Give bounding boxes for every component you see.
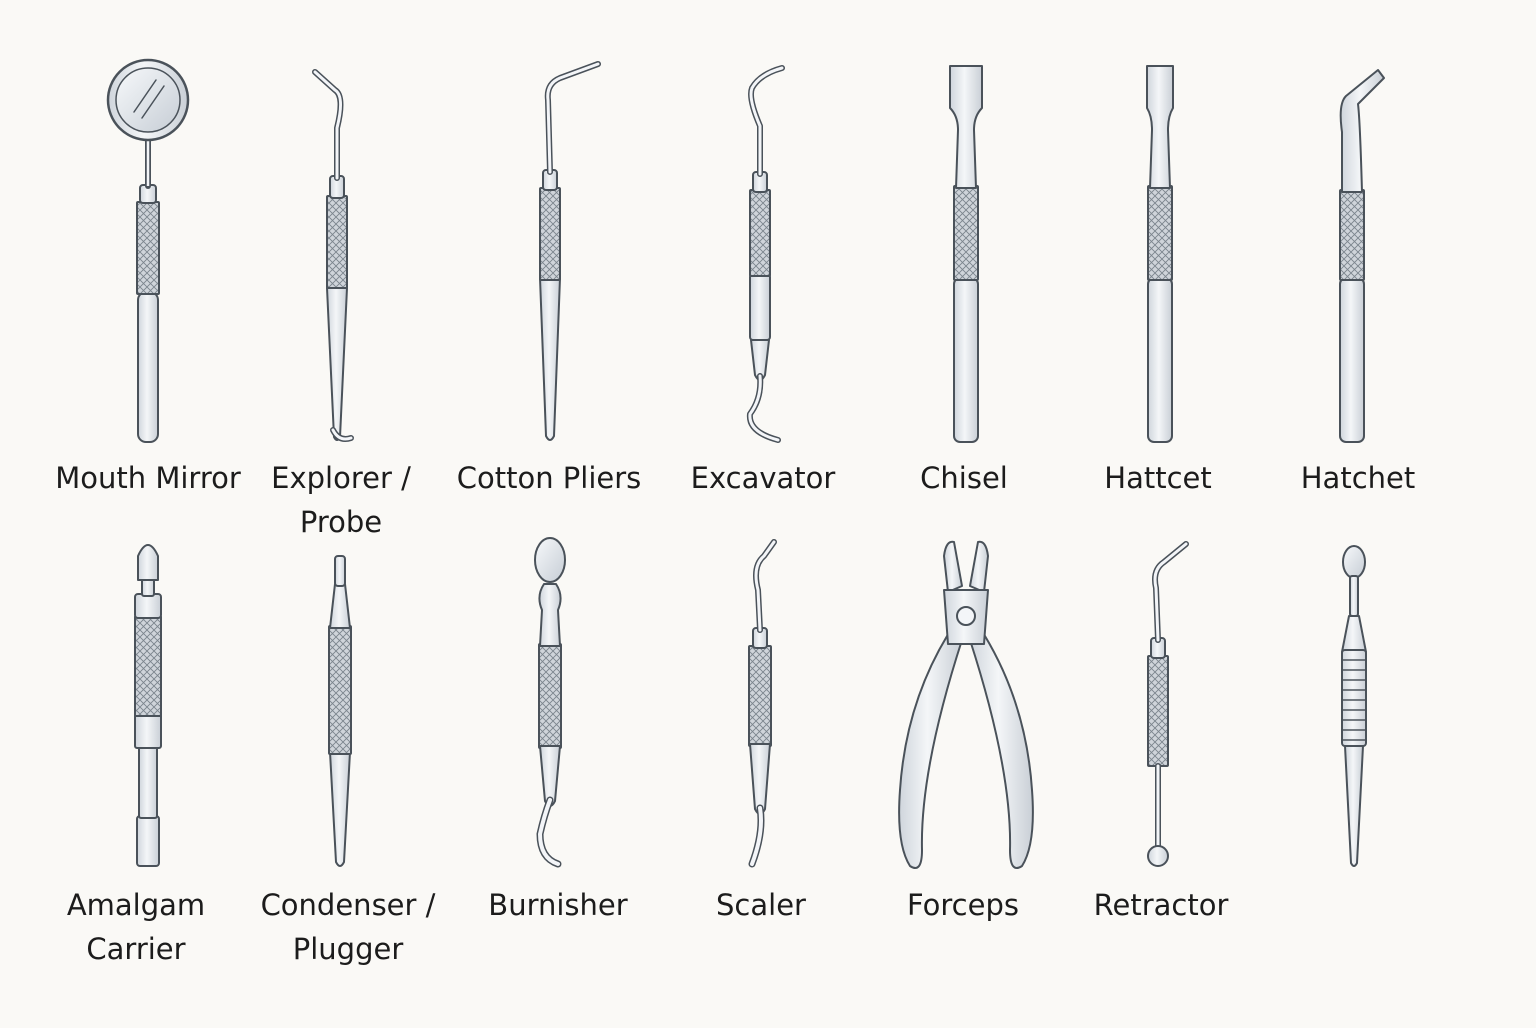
label-line: Burnisher	[488, 888, 628, 922]
burnisher-label: Burnisher	[488, 883, 627, 927]
explorer-probe-label: Explorer / Probe	[271, 456, 411, 544]
excavator-label: Excavator	[691, 456, 836, 500]
explorer-probe-icon	[312, 69, 354, 442]
forceps-icon	[898, 540, 1034, 869]
mouth-mirror-icon	[106, 58, 190, 443]
condenser-plugger-label: Condenser / Plugger	[261, 883, 436, 971]
mouth-mirror-label: Mouth Mirror	[55, 456, 241, 500]
chisel-icon	[949, 65, 983, 443]
label-line: Cotton Pliers	[456, 461, 642, 495]
label-line: Hattcet	[1104, 461, 1212, 495]
scaler-label: Scaler	[716, 883, 806, 927]
retractor-icon	[1147, 541, 1189, 867]
burnisher-icon	[534, 537, 566, 868]
label-line: Carrier	[86, 932, 186, 966]
condenser-plugger-icon	[328, 555, 352, 867]
label-line: Retractor	[1093, 888, 1229, 922]
chisel-label: Chisel	[920, 456, 1008, 500]
retractor-label: Retractor	[1094, 883, 1229, 927]
scaler-icon	[748, 539, 777, 868]
amalgam-carrier-icon	[134, 544, 162, 867]
cotton-pliers-label: Cotton Pliers	[457, 456, 642, 500]
label-line: Condenser /	[260, 888, 436, 922]
label-line: Mouth Mirror	[55, 461, 241, 495]
label-line: Chisel	[920, 461, 1008, 495]
cotton-pliers-icon	[539, 61, 601, 441]
hattcet-label: Hattcet	[1104, 456, 1211, 500]
hatchet-label: Hatchet	[1301, 456, 1416, 500]
plastic-instrument-icon	[1341, 545, 1367, 867]
label-line: Excavator	[690, 461, 836, 495]
label-line: Scaler	[716, 888, 806, 922]
label-line: Plugger	[292, 932, 404, 966]
excavator-icon	[746, 65, 785, 443]
label-line: Explorer /	[271, 461, 411, 495]
hatchet-icon	[1339, 69, 1385, 443]
label-line: Probe	[299, 505, 383, 539]
label-line: Amalgam	[66, 888, 206, 922]
hattcet-icon	[1146, 65, 1174, 443]
label-line: Forceps	[907, 888, 1019, 922]
label-line: Hatchet	[1300, 461, 1416, 495]
forceps-label: Forceps	[907, 883, 1019, 927]
